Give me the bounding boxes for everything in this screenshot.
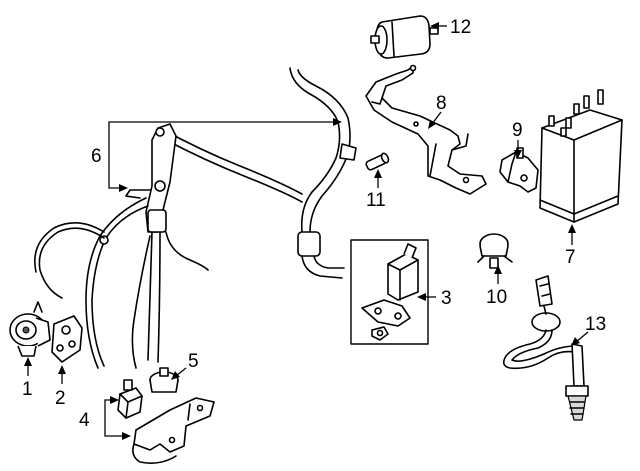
callout-6: 6 <box>91 146 102 167</box>
part-3-solenoid-kit <box>350 239 429 345</box>
callout-13: 13 <box>585 314 606 335</box>
callout-10: 10 <box>486 287 507 308</box>
part-13-oxygen-sensor <box>502 275 589 421</box>
part-4-solenoid-bracket <box>117 379 215 464</box>
callout-11: 11 <box>366 190 386 211</box>
callout-5: 5 <box>188 351 199 372</box>
callout-8: 8 <box>436 93 447 114</box>
part-1-egr-valve <box>9 301 51 357</box>
leader-lines <box>24 22 589 440</box>
callout-labels: 12 8 9 6 11 7 3 10 13 5 1 2 4 <box>22 17 606 431</box>
part-11-connector <box>365 152 390 171</box>
part-7-canister <box>539 89 623 223</box>
part-5-actuator <box>149 367 179 393</box>
callout-2: 2 <box>55 388 66 409</box>
part-2-gasket <box>51 315 83 363</box>
callout-12: 12 <box>450 17 471 38</box>
part-12-fuel-filter <box>370 15 439 59</box>
part-6-hose-assembly <box>34 67 357 369</box>
callout-3: 3 <box>441 288 452 309</box>
callout-9: 9 <box>512 120 523 141</box>
part-8-bracket <box>365 64 487 195</box>
callout-1: 1 <box>22 379 33 400</box>
part-10-purge-valve <box>477 233 513 269</box>
callout-7: 7 <box>565 247 576 268</box>
part-9-vacuum-switch <box>499 147 539 193</box>
callout-4: 4 <box>79 410 90 431</box>
